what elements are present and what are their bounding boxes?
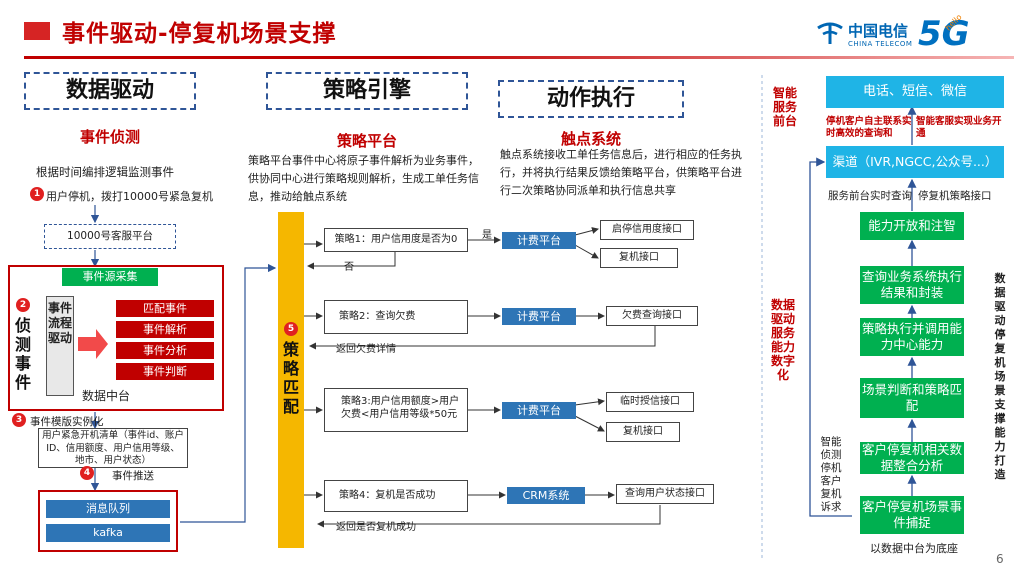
strategy-3: 策略3:用户信用额度>用户欠费<用户信用等级*50元 xyxy=(324,388,468,432)
title-accent xyxy=(24,22,50,40)
billing-platform-1: 计费平台 xyxy=(502,232,576,249)
step-scene-match: 场景判断和策略匹配 xyxy=(860,378,964,418)
logo-subtitle: CHINA TELECOM xyxy=(848,40,913,48)
interface-resume-1: 复机接口 xyxy=(600,248,678,268)
page-number: 6 xyxy=(996,552,1004,566)
strategy-2-return: 返回欠费详情 xyxy=(336,344,396,355)
interface-resume-2: 复机接口 xyxy=(606,422,680,442)
message-queue: 消息队列 xyxy=(46,500,170,518)
step-5-badge: 5 xyxy=(284,322,298,336)
step-strategy-exec: 策略执行并调用能力中心能力 xyxy=(860,318,964,356)
step-3-badge: 3 xyxy=(12,413,26,427)
step-2-badge: 2 xyxy=(16,298,30,312)
strategy-4-return: 返回是否复机成功 xyxy=(336,522,416,533)
step-1-badge: 1 xyxy=(30,187,44,201)
logo-name: 中国电信 xyxy=(848,22,909,40)
smart-front-label: 智能服务前台 xyxy=(772,86,797,128)
detect-event-frame xyxy=(8,265,224,411)
step-capability-open: 能力开放和注智 xyxy=(860,212,964,240)
data-driven-label: 数据驱动服务能力数字化 xyxy=(770,298,795,382)
strategy-platform-desc: 策略平台事件中心将原子事件解析为业务事件，供协同中心进行策略规则解析，生成工单任… xyxy=(248,154,479,203)
section-header-action: 动作执行 xyxy=(498,80,684,118)
instance-list: 用户紧急开机清单（事件id、账户ID、信用额度、用户信用等级、地市、用户状态） xyxy=(38,428,188,468)
event-source-bar: 事件源采集 xyxy=(62,268,158,286)
step-query-results: 查询业务系统执行结果和封装 xyxy=(860,266,964,304)
item-match-event: 匹配事件 xyxy=(116,300,214,317)
step-data-analysis: 客户停复机相关数据整合分析 xyxy=(860,442,964,474)
step-3-text: 事件模版实例化 xyxy=(30,416,104,428)
step-1-text: 用户停机，拨打10000号紧急复机 xyxy=(46,190,213,203)
section-header-data-driven: 数据驱动 xyxy=(24,72,196,110)
strategy-match-bar xyxy=(278,212,304,548)
customer-service-platform: 10000号客服平台 xyxy=(44,224,176,249)
page-title: 事件驱动-停复机场景支撑 xyxy=(62,21,337,47)
touchpoint-title: 触点系统 xyxy=(560,130,621,148)
billing-platform-2: 计费平台 xyxy=(502,308,576,325)
event-detect-desc: 根据时间编排逻辑监测事件 xyxy=(36,165,174,179)
event-flow-driver: 事件流程驱动 xyxy=(46,296,74,396)
strategy-2: 策略2：查询欠费 xyxy=(324,300,468,334)
crm-system: CRM系统 xyxy=(507,487,585,504)
event-detect-title: 事件侦测 xyxy=(79,128,140,146)
kafka: kafka xyxy=(46,524,170,542)
step-4-text: 事件推送 xyxy=(112,470,154,482)
item-analyze-event: 事件分析 xyxy=(116,342,214,359)
note-left: 停机客户自主联系实时高效的查询和 xyxy=(826,116,912,139)
step-4-badge: 4 xyxy=(80,466,94,480)
strategy-1-no: 否 xyxy=(344,262,354,273)
interface-arrears: 欠费查询接口 xyxy=(606,306,698,326)
item-parse-event: 事件解析 xyxy=(116,321,214,338)
title-rule xyxy=(24,56,1014,59)
interface-temp-credit: 临时授信接口 xyxy=(606,392,694,412)
strategy-platform-title: 策略平台 xyxy=(336,132,397,150)
channel-box: 渠道（IVR,NGCC,公众号...） xyxy=(826,146,1004,178)
strategy-match-label: 策略匹配 xyxy=(282,340,299,416)
stop-resume-interface: 停复机策略接口 xyxy=(918,190,992,202)
touchpoint-desc: 触点系统接收工单任务信息后，进行相应的任务执行，并将执行结果反馈给策略平台，供策… xyxy=(500,148,742,197)
china-telecom-logo-icon xyxy=(817,22,843,44)
section-header-strategy-engine: 策略引擎 xyxy=(266,72,468,110)
interface-credit: 启停信用度接口 xyxy=(600,220,694,240)
strategy-4: 策略4：复机是否成功 xyxy=(324,480,468,512)
bottom-foundation: 以数据中台为底座 xyxy=(870,542,958,555)
front-query-label: 服务前台实时查询 xyxy=(828,190,912,202)
detect-event-label: 侦测事件 xyxy=(15,316,32,392)
strategy-1: 策略1：用户信用度是否为0 xyxy=(324,228,468,252)
strategy-1-yes: 是 xyxy=(482,230,492,241)
step-event-capture: 客户停复机场景事件捕捉 xyxy=(860,496,964,534)
data-center-label: 数据中台 xyxy=(82,389,131,403)
item-judge-event: 事件判断 xyxy=(116,363,214,380)
billing-platform-3: 计费平台 xyxy=(502,402,576,419)
smart-detect-note: 智能侦测停机客户复机诉求 xyxy=(820,436,842,513)
side-capability-label: 数据驱动停复机场景支撑能力打造 xyxy=(994,272,1006,481)
queue-frame xyxy=(38,490,178,552)
logo-5g: 5G xyxy=(918,14,970,54)
note-right: 智能客服实现业务开通 xyxy=(916,116,1002,139)
channels-top: 电话、短信、微信 xyxy=(826,76,1004,108)
interface-user-status: 查询用户状态接口 xyxy=(616,484,714,504)
